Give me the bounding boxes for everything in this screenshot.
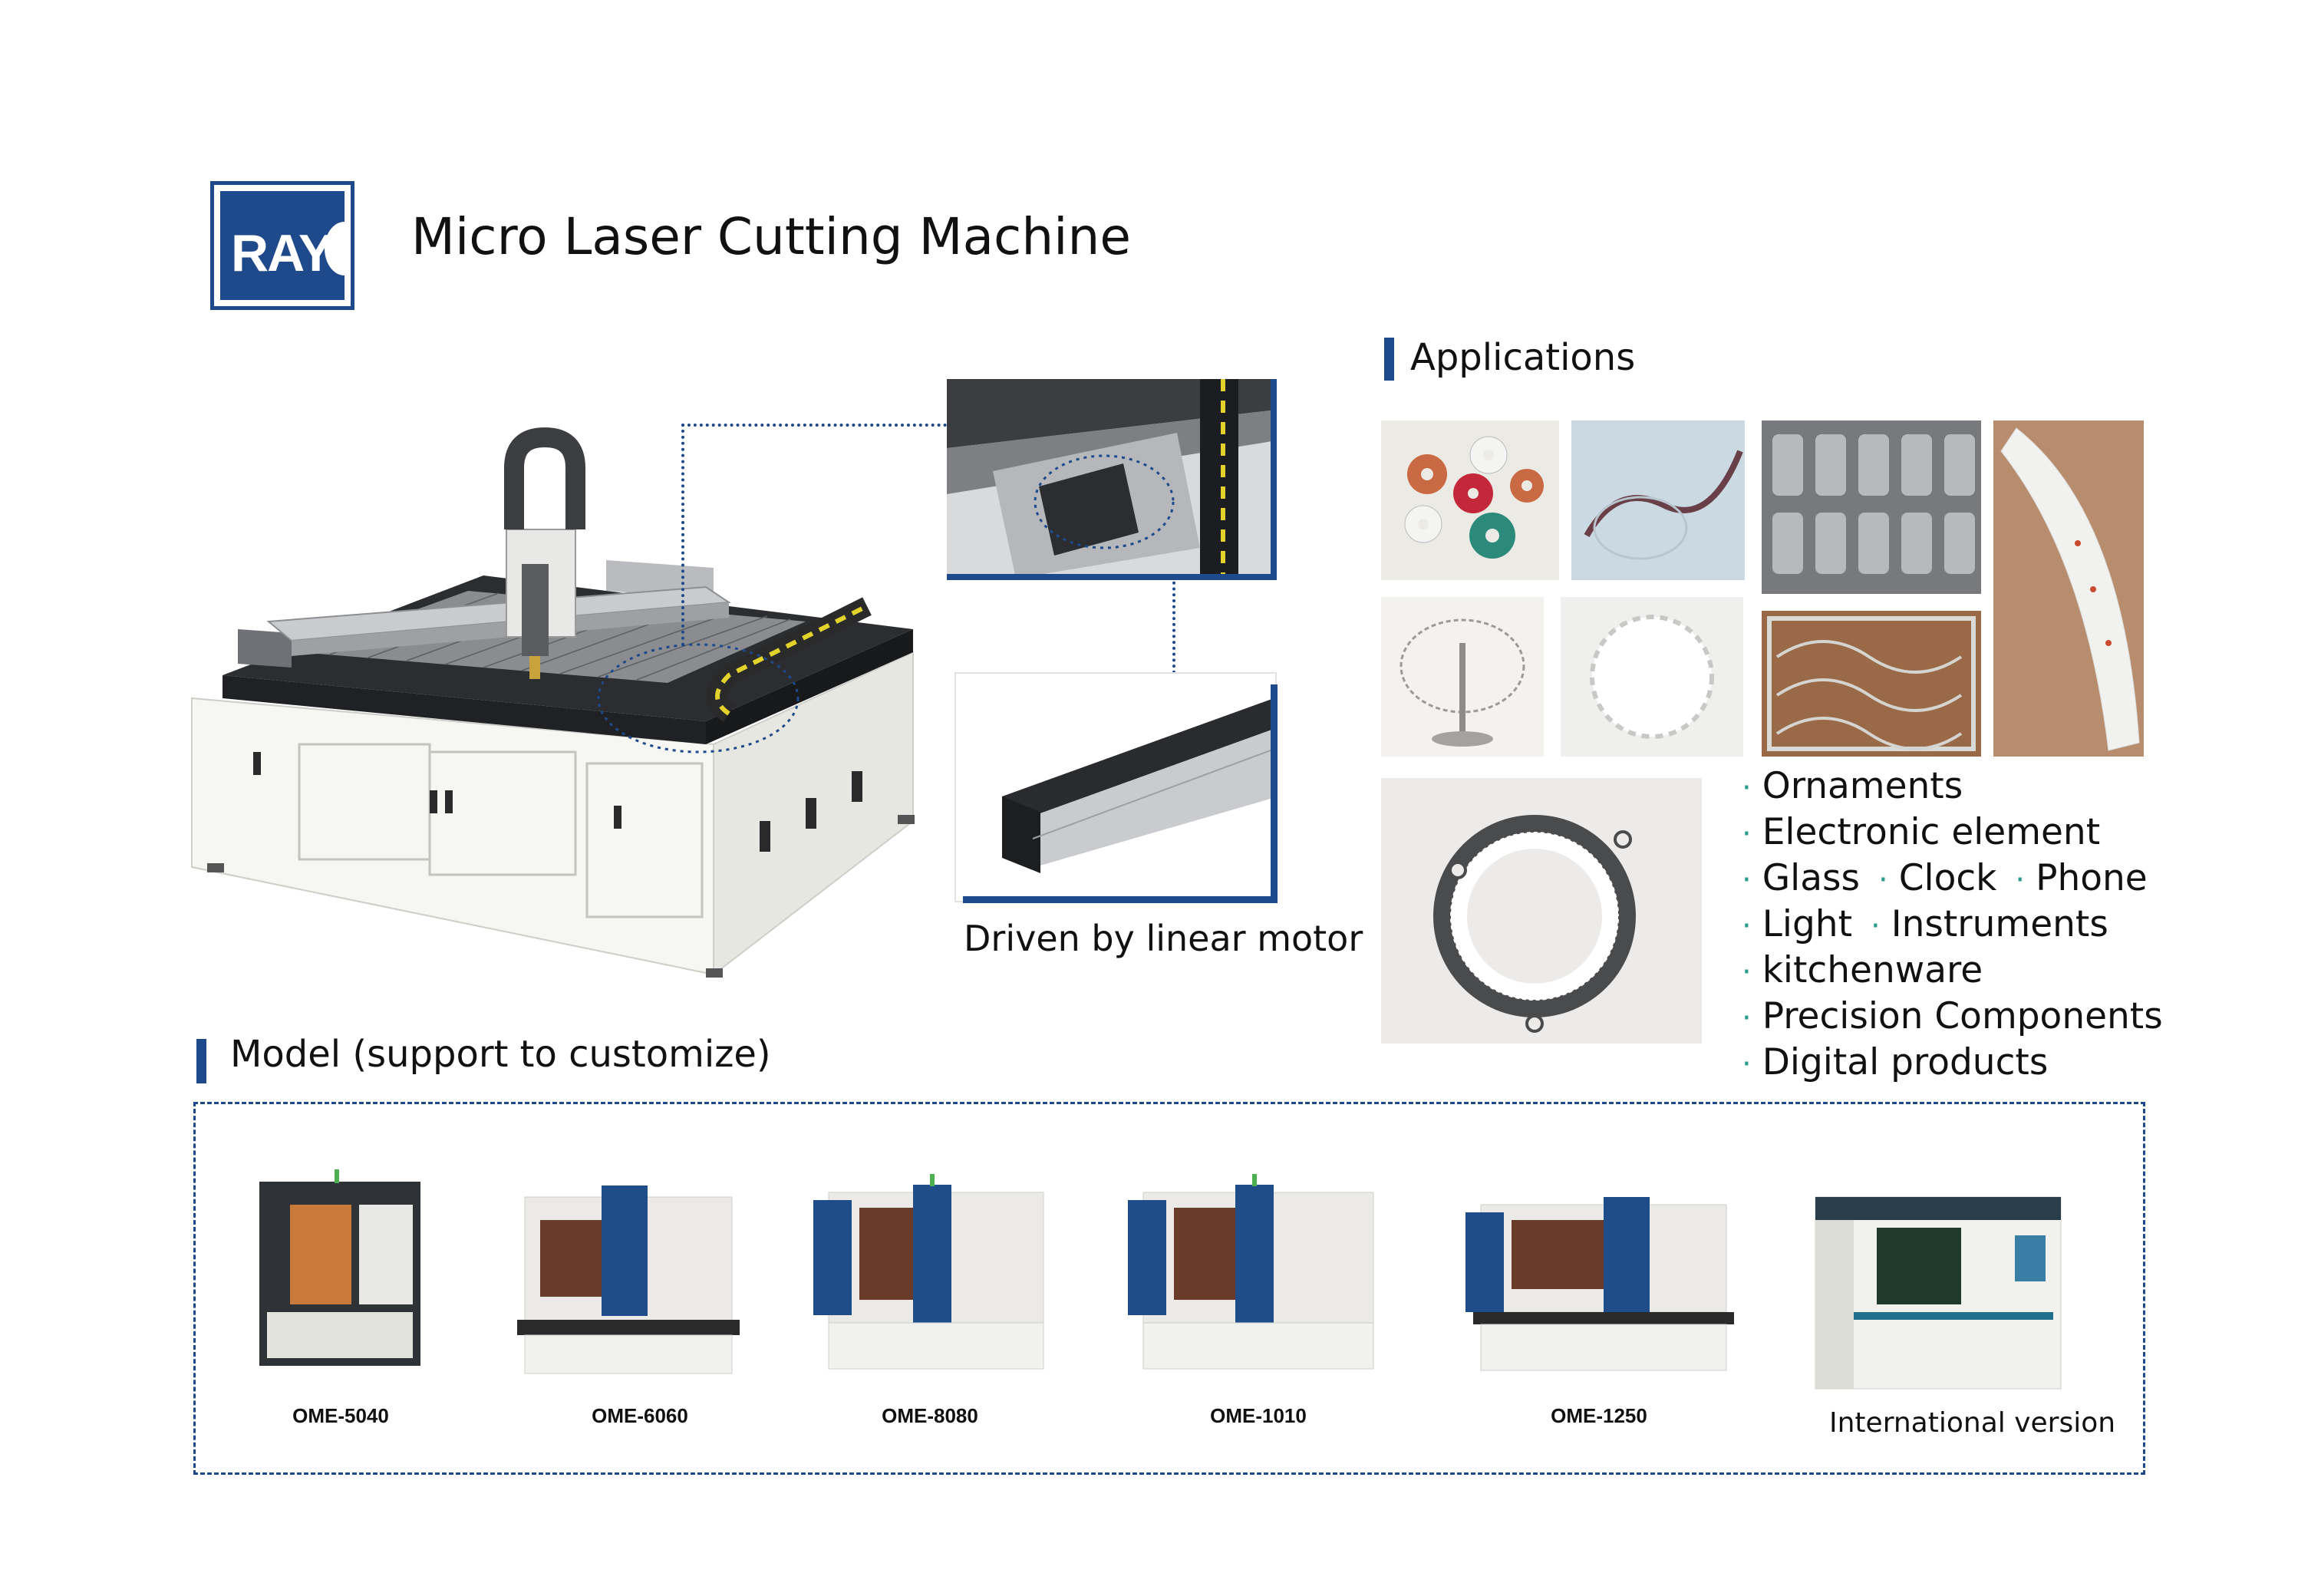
logo-text: RAY	[231, 224, 333, 282]
ome-1010-image	[1113, 1154, 1393, 1381]
model-label-ome-5040: OME-5040	[292, 1404, 389, 1427]
ome-5040-image	[236, 1159, 445, 1381]
metal-parts-photo	[1762, 420, 1981, 594]
ray-logo: RAY	[210, 181, 354, 310]
linear-motor-caption: Driven by linear motor	[964, 918, 1363, 959]
stator-ring-photo	[1381, 778, 1702, 1044]
ome-6060-image	[509, 1174, 746, 1381]
ome-8080-image	[798, 1154, 1059, 1381]
model-label-ome-1010: OME-1010	[1210, 1404, 1307, 1427]
pcb-strip-photo	[1993, 420, 2144, 757]
linear-motor-image	[954, 672, 1277, 902]
list-item: ·Ornaments	[1742, 765, 1963, 807]
model-label-ome-8080: OME-8080	[882, 1404, 978, 1427]
gantry-detail-image	[947, 379, 1277, 579]
international-version-image	[1808, 1182, 2069, 1404]
list-item: ·Electronic element	[1742, 811, 2101, 853]
laser-cutting-machine-image	[176, 422, 944, 990]
ome-1250-image	[1458, 1182, 1743, 1381]
list-item: ·Glass·Clock·Phone	[1742, 857, 2148, 899]
model-frame	[193, 1102, 2145, 1475]
filigree-plate-photo	[1762, 611, 1981, 757]
model-label-international-version: International version	[1829, 1407, 2116, 1439]
list-item: ·kitchenware	[1742, 949, 1983, 991]
metal-tree-photo	[1381, 597, 1544, 757]
gear-photo	[1561, 597, 1743, 757]
model-heading: Model (support to customize)	[230, 1033, 771, 1076]
model-label-ome-1250: OME-1250	[1551, 1404, 1647, 1427]
applications-heading: Applications	[1410, 336, 1636, 379]
glasses-photo	[1571, 420, 1745, 580]
applications-list: ·Ornaments ·Electronic element ·Glass·Cl…	[1742, 764, 2163, 1087]
list-item: ·Precision Components	[1742, 995, 2163, 1037]
model-label-ome-6060: OME-6060	[592, 1404, 688, 1427]
list-item: ·Digital products	[1742, 1041, 2049, 1083]
ornaments-photo	[1381, 420, 1559, 580]
page-title: Micro Laser Cutting Machine	[411, 207, 1131, 266]
list-item: ·Light·Instruments	[1742, 903, 2108, 945]
